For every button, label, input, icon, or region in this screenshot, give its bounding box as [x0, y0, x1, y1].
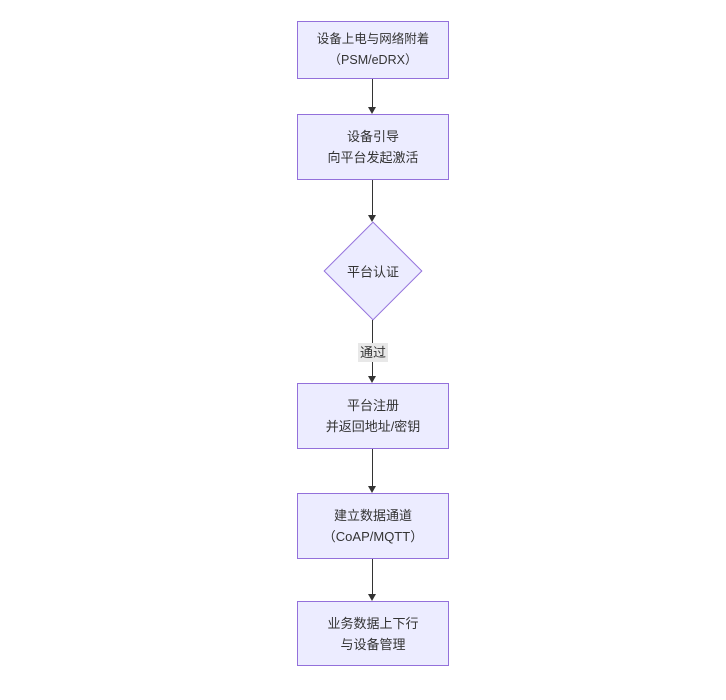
node-data-channel: 建立数据通道 （CoAP/MQTT） [297, 493, 449, 559]
node-register: 平台注册 并返回地址/密钥 [297, 383, 449, 449]
node-label: 业务数据上下行 [327, 615, 419, 631]
node-label: 与设备管理 [340, 636, 406, 652]
node-device-attach: 设备上电与网络附着 （PSM/eDRX） [297, 21, 449, 79]
node-label: 平台认证 [346, 264, 400, 280]
node-label: 建立数据通道 [333, 508, 412, 523]
node-business-data: 业务数据上下行 与设备管理 [297, 601, 449, 666]
arrowhead-icon [368, 486, 376, 493]
edge-register-to-channel [372, 449, 373, 487]
edge-attach-to-bootstrap [372, 79, 373, 108]
node-label: 向平台发起激活 [327, 150, 419, 165]
node-label: （CoAP/MQTT） [322, 529, 424, 544]
node-label: 设备引导 [346, 129, 399, 144]
arrowhead-icon [368, 215, 376, 222]
node-bootstrap: 设备引导 向平台发起激活 [297, 114, 449, 180]
node-label: （PSM/eDRX） [328, 53, 418, 67]
edge-label-pass: 通过 [357, 343, 389, 362]
edge-bootstrap-to-auth [372, 180, 373, 216]
arrowhead-icon [368, 376, 376, 383]
arrowhead-icon [368, 594, 376, 601]
node-label: 设备上电与网络附着 [316, 32, 430, 46]
edge-channel-to-business [372, 559, 373, 595]
node-platform-auth-decision: 平台认证 [323, 221, 423, 321]
node-label: 并返回地址/密钥 [325, 419, 421, 434]
node-label: 平台注册 [346, 398, 399, 413]
arrowhead-icon [368, 107, 376, 114]
